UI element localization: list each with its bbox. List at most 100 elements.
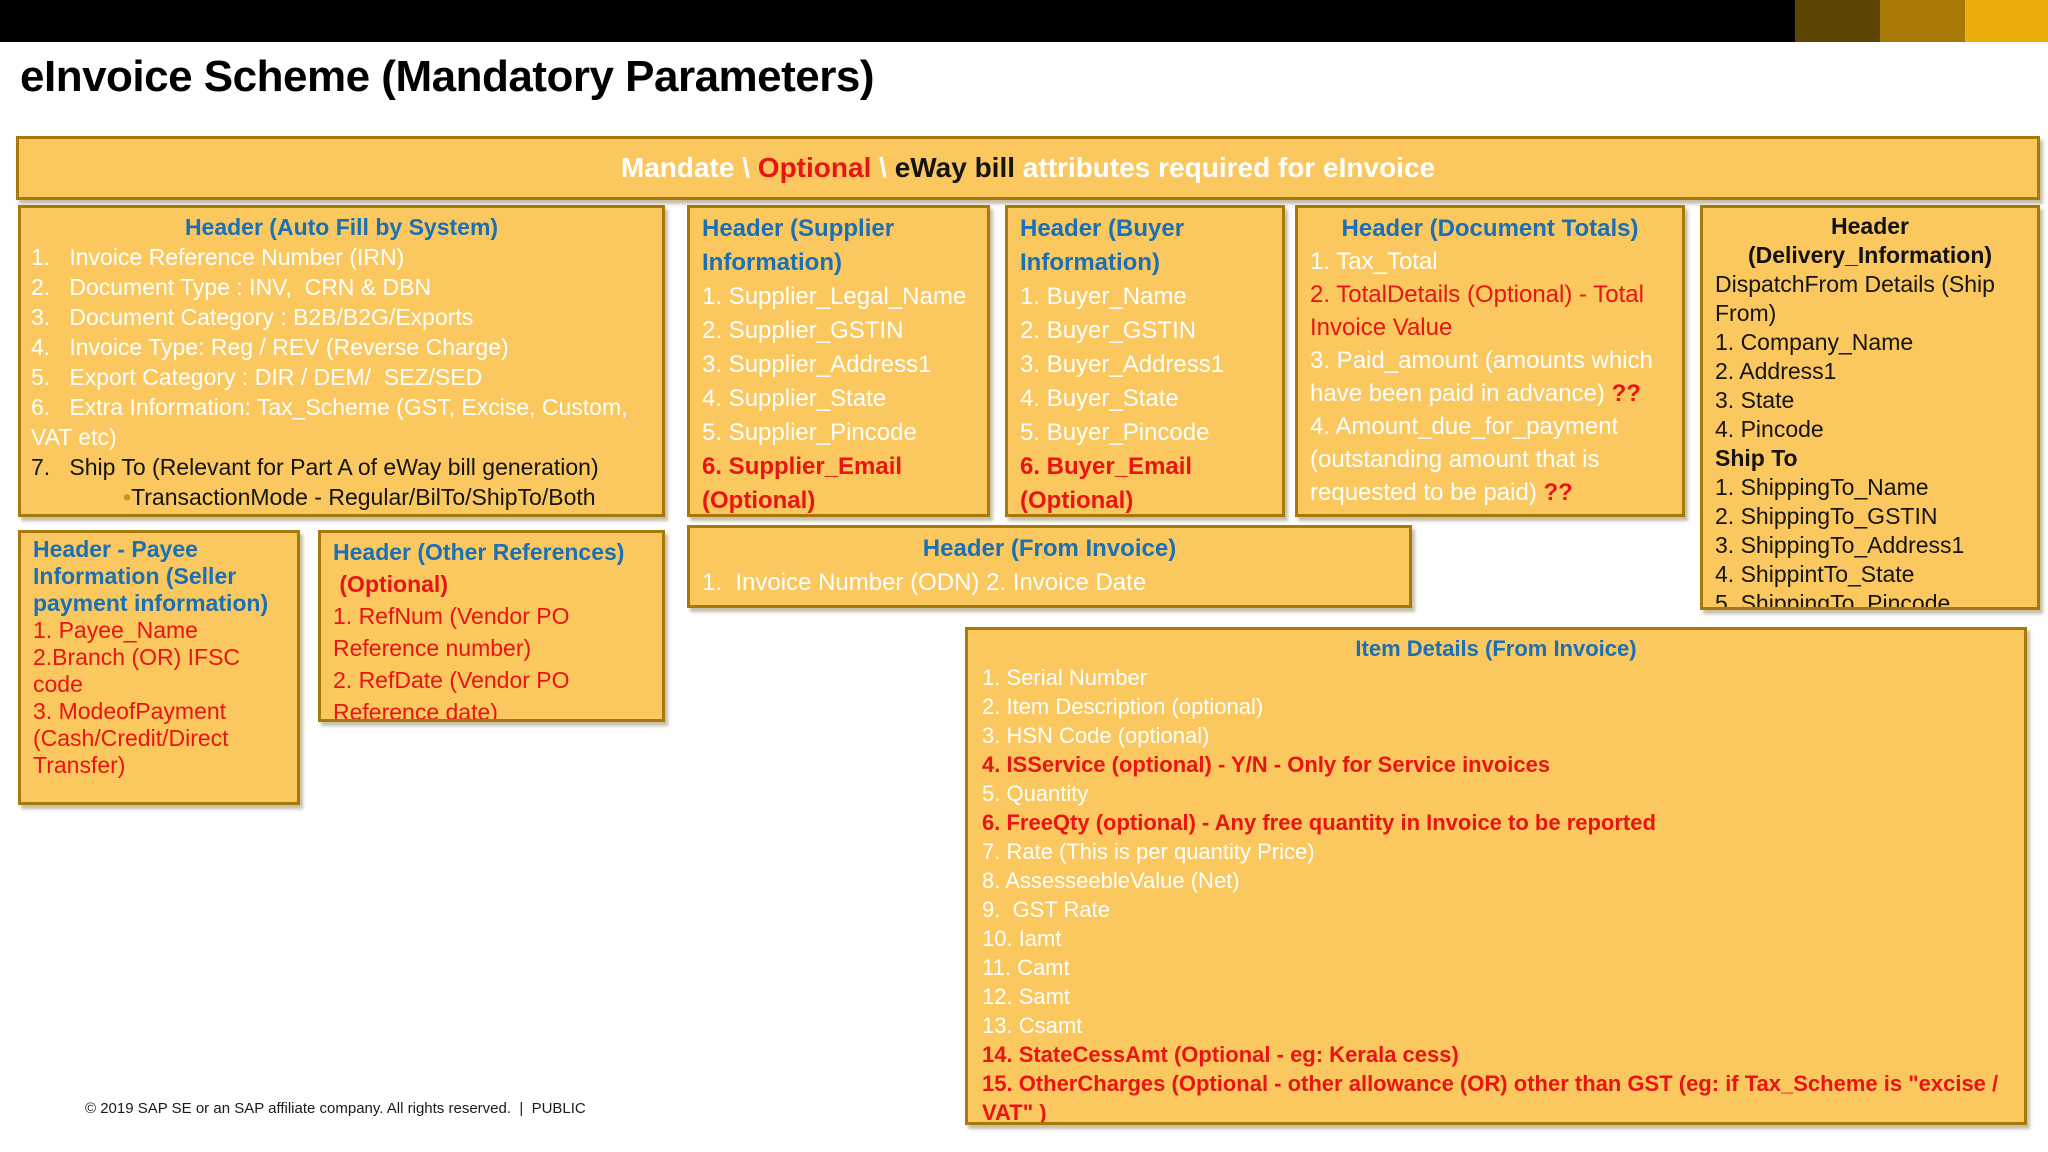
list-item: 2. Document Type : INV, CRN & DBN (31, 274, 432, 300)
list-item: 11. Camt (982, 955, 1070, 980)
list-item: Ship To (1715, 445, 1798, 471)
list-item: 13. Csamt (982, 1013, 1083, 1038)
box-buyer-heading: Header (Buyer Information) (1020, 215, 1185, 276)
list-item: 6. Supplier_Email (Optional) (702, 453, 909, 514)
text-segment: • (123, 484, 132, 510)
box-otherrefs-heading: Header (Other References) (Optional) (333, 536, 650, 600)
list-item: 12. Samt (982, 984, 1071, 1009)
box-supplier-list: 1. Supplier_Legal_Name 2. Supplier_GSTIN 3… (702, 280, 975, 514)
list-item: 3. ShippingTo_Address1 (1715, 532, 1965, 558)
list-item: 1. Company_Name (1715, 329, 1914, 355)
list-item: 3. Supplier_Address1 (702, 351, 932, 378)
list-item: 4. Invoice Type: Reg / REV (Reverse Char… (31, 334, 509, 360)
box-buyer-list: 1. Buyer_Name 2. Buyer_GSTIN 3. Buyer_Addr… (1020, 280, 1270, 514)
list-item: 1. RefNum (Vendor PO Reference number) (333, 603, 576, 661)
text-segment: 3. Paid_amount (amounts which have been … (1310, 347, 1660, 407)
list-item: 4. ISService (optional) - Y/N - Only for… (982, 752, 1551, 777)
list-item: 5. ShippingTo_Pincode (1715, 590, 1951, 610)
list-item: 5. Quantity (982, 781, 1089, 806)
box-itemdetails-heading: Item Details (From Invoice) (1355, 636, 1637, 661)
list-item: 6. Buyer_Email (Optional) (1020, 453, 1199, 514)
list-item: 3. Document Category : B2B/B2G/Exports (31, 304, 474, 330)
box-document-totals: Header (Document Totals) 1. Tax_Total 2. … (1295, 205, 1685, 517)
list-item: 2. Item Description (optional) (982, 694, 1264, 719)
top-black-bar (0, 0, 1795, 42)
list-item: 6. FreeQty (optional) - Any free quantit… (982, 810, 1656, 835)
box-buyer-information: Header (Buyer Information) 1. Buyer_Name… (1005, 205, 1285, 517)
text-segment: Header (Other References) (333, 539, 625, 565)
list-item: 6. Extra Information: Tax_Scheme (GST, E… (31, 394, 634, 450)
text-segment: attributes required for eInvoice (1022, 152, 1436, 183)
list-item: 1. Buyer_Name (1020, 283, 1187, 310)
box-otherrefs-list: 1. RefNum (Vendor PO Reference number) 2.… (333, 600, 650, 722)
list-item: 2. Supplier_GSTIN (702, 317, 904, 344)
list-item: 2. Buyer_GSTIN (1020, 317, 1197, 344)
list-item: 1. Payee_Name (33, 617, 198, 643)
list-item: 3. HSN Code (optional) (982, 723, 1210, 748)
list-item: 4. Buyer_State (1020, 385, 1179, 412)
list-item: 4. Pincode (1715, 416, 1824, 442)
box-delivery-list: DispatchFrom Details (Ship From) 1. Compa… (1715, 270, 2025, 610)
banner: Mandate \ Optional \ eWay bill attribute… (16, 136, 2040, 200)
list-item: 15. OtherCharges (Optional - other allow… (982, 1071, 2005, 1125)
top-accent-bar-medium (1880, 0, 1965, 42)
list-item: 3. Paid_amount (amounts which have been … (1310, 344, 1670, 410)
list-item: 2. ShippingTo_GSTIN (1715, 503, 1938, 529)
banner-text: Mandate \ Optional \ eWay bill attribute… (19, 139, 2037, 197)
box-autofill-by-system: Header (Auto Fill by System) 1. Invoice … (18, 205, 665, 517)
text-segment: Mandate \ (620, 152, 758, 183)
box-supplier-heading: Header (Supplier Information) (702, 215, 895, 276)
list-item: 4. ShippintTo_State (1715, 561, 1915, 587)
text-segment: eWay bill (894, 152, 1023, 183)
list-item: 3. Buyer_Address1 (1020, 351, 1225, 378)
page-title: eInvoice Scheme (Mandatory Parameters) (20, 52, 875, 101)
box-doctotals-heading: Header (Document Totals) (1341, 215, 1639, 242)
list-item: 7. Ship To (Relevant for Part A of eWay … (31, 454, 599, 480)
text-segment: 4. Amount_due_for_payment (outstanding a… (1310, 413, 1625, 506)
text-segment: Optional (757, 152, 872, 183)
box-item-details: Item Details (From Invoice) 1. Serial Nu… (965, 627, 2027, 1125)
list-item: 1. Tax_Total (1310, 248, 1438, 275)
box-frominvoice-heading: Header (From Invoice) (922, 535, 1177, 562)
box-itemdetails-list: 1. Serial Number 2. Item Description (opt… (982, 663, 2010, 1125)
box-header-from-invoice: Header (From Invoice) 1. Invoice Number … (687, 525, 1412, 608)
box-autofill-heading: Header (Auto Fill by System) (184, 214, 499, 240)
list-item: 2. RefDate (Vendor PO Reference date) (333, 667, 576, 722)
box-frominvoice-list: 1. Invoice Number (ODN) 2. Invoice Date (702, 566, 1397, 600)
text-segment: ?? (1543, 479, 1573, 506)
list-item: 2.Branch (OR) IFSC code (33, 644, 247, 697)
list-item: 5. Export Category : DIR / DEM/ SEZ/SED (31, 364, 483, 390)
box-delivery-information: Header (Delivery_Information) DispatchFr… (1700, 205, 2040, 610)
list-item: 2. TotalDetails (Optional) - Total Invoi… (1310, 281, 1651, 341)
list-item: 4. Amount_due_for_payment (outstanding a… (1310, 410, 1670, 509)
list-item: 14. StateCessAmt (Optional - eg: Kerala … (982, 1042, 1459, 1067)
list-item: DispatchFrom Details (Ship From) (1715, 271, 2002, 326)
list-item: 4. Supplier_State (702, 385, 887, 412)
list-item: 5. Supplier_Pincode (702, 419, 917, 446)
list-item: 7. Rate (This is per quantity Price) (982, 839, 1315, 864)
list-item: 10. Iamt (982, 926, 1062, 951)
top-accent-bar-bright (1965, 0, 2048, 42)
list-item: 1. ShippingTo_Name (1715, 474, 1929, 500)
box-payee-heading: Header - Payee Information (Seller payme… (33, 536, 269, 616)
box-payee-information: Header - Payee Information (Seller payme… (18, 530, 300, 805)
box-delivery-heading: Header (Delivery_Information) (1747, 213, 1993, 268)
list-item: 2. Address1 (1715, 358, 1837, 384)
list-item: 1. Serial Number (982, 665, 1148, 690)
copyright-footer: © 2019 SAP SE or an SAP affiliate compan… (85, 1100, 586, 1117)
list-item: 3. State (1715, 387, 1795, 413)
list-item: 1. Supplier_Legal_Name (702, 283, 967, 310)
text-segment: (Optional) (333, 571, 448, 597)
box-other-references: Header (Other References) (Optional) 1. … (318, 530, 665, 722)
top-accent-bar-dark (1795, 0, 1880, 42)
box-doctotals-list: 1. Tax_Total 2. TotalDetails (Optional) -… (1310, 245, 1670, 509)
list-item: 8. AssesseebleValue (Net) (982, 868, 1240, 893)
list-item: •TransactionMode - Regular/BilTo/ShipTo/… (31, 482, 652, 512)
list-item: 9. GST Rate (982, 897, 1110, 922)
text-segment: TransactionMode - Regular/BilTo/ShipTo/B… (131, 484, 596, 510)
list-item: 5. Buyer_Pincode (1020, 419, 1210, 446)
text-segment: ?? (1611, 380, 1641, 407)
list-item: 3. ModeofPayment (Cash/Credit/Direct Tra… (33, 698, 235, 778)
